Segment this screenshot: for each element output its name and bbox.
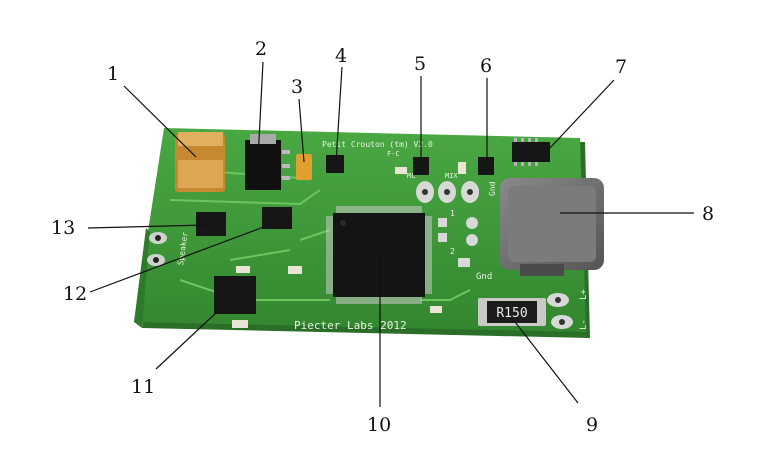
silk-gnd-mid: Gnd xyxy=(476,272,492,282)
sot-chip-6 xyxy=(478,157,494,175)
right-output-pads xyxy=(547,293,573,329)
callout-10: 10 xyxy=(367,414,391,436)
callout-1: 1 xyxy=(107,63,119,85)
silk-fc: F-C xyxy=(387,150,400,158)
resistor-marking: R150 xyxy=(496,306,527,321)
through-hole-pads xyxy=(416,181,479,267)
callout-7: 7 xyxy=(615,56,627,78)
callout-12: 12 xyxy=(63,283,87,305)
left-mounting-pads xyxy=(147,232,167,266)
microcontroller-qfp-10 xyxy=(326,206,432,304)
soic-chip-7 xyxy=(512,138,550,166)
callout-8: 8 xyxy=(702,203,714,225)
tantalum-capacitor-1 xyxy=(175,132,225,192)
silk-2: 2 xyxy=(450,247,455,256)
callout-leaders xyxy=(87,61,694,407)
ic-12 xyxy=(262,207,292,229)
callout-11: 11 xyxy=(131,376,155,398)
capacitor-3 xyxy=(296,154,312,180)
silk-1: 1 xyxy=(450,209,455,218)
silk-l-plus: L+ xyxy=(579,289,589,300)
silk-l-minus: L- xyxy=(579,319,589,330)
silk-gnd-top: Gnd xyxy=(488,181,497,196)
silk-mix: MIX xyxy=(445,172,458,180)
voltage-regulator-2 xyxy=(245,134,290,190)
passive-components xyxy=(232,162,466,328)
silk-title: Petit Crouton (tm) V2.0 xyxy=(322,140,433,149)
callout-5: 5 xyxy=(414,53,426,75)
silkscreen: Petit Crouton (tm) V2.0 Piecter Labs 201… xyxy=(176,140,589,332)
sot-chip-4 xyxy=(326,155,344,173)
sot-chip-5 xyxy=(413,157,429,175)
power-inductor-8 xyxy=(500,178,604,276)
callout-6: 6 xyxy=(480,55,492,77)
resistor-9: R150 xyxy=(478,298,546,326)
callout-9: 9 xyxy=(586,414,598,436)
callout-numbers: 1 2 3 4 5 6 7 8 9 10 11 12 13 xyxy=(51,38,714,436)
callout-2: 2 xyxy=(255,38,267,60)
callout-13: 13 xyxy=(51,217,75,239)
callout-4: 4 xyxy=(335,45,347,67)
callout-3: 3 xyxy=(291,76,303,98)
silk-maker: Piecter Labs 2012 xyxy=(294,319,407,332)
silk-ml: ML xyxy=(407,172,415,180)
ic-13 xyxy=(196,212,226,236)
